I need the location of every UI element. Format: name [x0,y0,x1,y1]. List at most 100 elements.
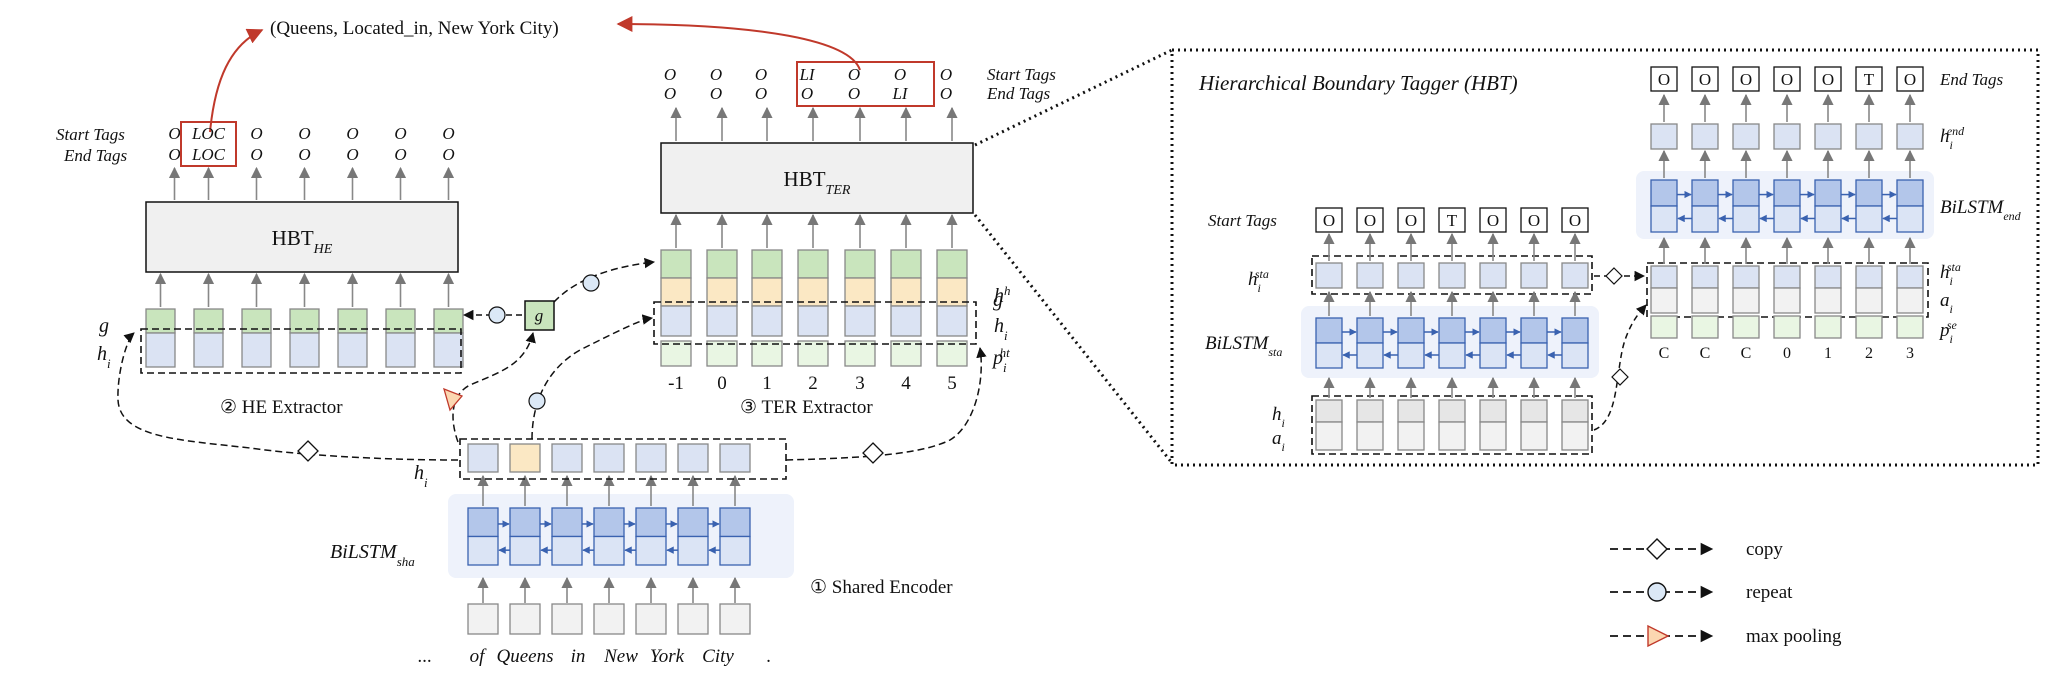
arrow-to-triple-right [616,16,861,71]
hbt-right-p-cell [1691,315,1719,339]
hbt-end-lstm-cell-forward [1855,179,1883,207]
hbt-end-tags-label: End Tags [1939,70,2004,89]
hbt-start-tag: O [1569,211,1581,230]
hbt-sta-lstm-cell-backward [1356,342,1384,369]
hbt-ai-label: ai [1272,428,1285,454]
ter-end-tag: LI [891,84,908,103]
ter-hi-cell [751,305,783,337]
hbt-hi-cell [1561,399,1589,423]
hbt-end-lstm-cell-backward [1773,205,1801,233]
hbt-sta-lstm-cell-forward [1397,317,1425,344]
hbt-end-hidden-cell [1732,123,1760,150]
hbt-end-tag: O [1904,70,1916,89]
maxpool-to-g-connector [452,331,536,443]
ter-g-cell [844,249,876,279]
he-start-tag: O [250,124,262,143]
shared-lstm-cell-forward [551,507,583,538]
shared-lstm-cell-forward [467,507,499,538]
hbt-hi-cell [1479,399,1507,423]
hbt-right-a-cell [1732,287,1760,314]
ter-hi-cell [797,305,829,337]
ter-start-tag: O [940,65,952,84]
hbt-ai-cell [1520,421,1548,451]
hbt-right-p-label: pise [1938,318,1958,346]
hbt-start-tag: O [1528,211,1540,230]
ter-position-cell [751,340,783,367]
copy-diamond-icon-right [862,442,884,464]
shared-h-label: hi [414,462,428,490]
hbt-right-p-cell [1773,315,1801,339]
hbt-ai-cell [1315,421,1343,451]
hbt-end-lstm-cell-backward [1855,205,1883,233]
ter-end-tag: O [801,84,813,103]
hbt-sta-hidden-cell [1561,262,1589,289]
hbt-hi-label: hi [1272,404,1285,430]
input-token: Queens [497,646,554,667]
he-g-cell [289,308,320,334]
ter-p-text: piht [991,345,1010,375]
ter-g-label: g [993,289,1003,311]
hbt-end-lstm-cell-backward [1732,205,1760,233]
ter-end-tag: O [755,84,767,103]
copy-diamond-icon-left [297,440,319,462]
ter-g-cell [706,249,738,279]
hbt-right-p-cell [1732,315,1760,339]
ter-hh-cell [890,277,922,307]
word-embedding [593,603,625,635]
ter-hi-text: hi [994,315,1008,343]
hbt-right-p-cell [1896,315,1924,339]
legend-triangle-icon [1647,624,1670,648]
hbt-he-label: HBTHE [272,226,333,257]
hbt-right-position-label: C [1700,345,1711,362]
hbt-start-tag-box [1315,207,1343,233]
he-end-tag: O [168,145,180,164]
he-dashed-group [140,328,462,374]
hbt-end-lstm-cell-backward [1650,205,1678,233]
g-box-label: g [535,306,544,325]
hbt-end-lstm-cell-forward [1773,179,1801,207]
ter-extractor-label: ③ TER Extractor [740,397,873,418]
hbt-right-sta-cell [1814,265,1842,289]
he-start-tag: O [346,124,358,143]
shared-lstm-cell-backward [677,535,709,566]
ter-position-cell [660,340,692,367]
ter-position-cell [890,340,922,367]
copy-to-he-connector [117,332,459,461]
ter-hi-cell [936,305,968,337]
shared-lstm-cell-backward [635,535,667,566]
g-pooled-box [524,300,555,331]
ter-end-tag: O [940,84,952,103]
hbt-right-sta-cell [1855,265,1883,289]
he-g-cell [145,308,176,334]
shared-hidden-state [551,443,583,473]
hbt-end-tag: O [1740,70,1752,89]
hbt-right-sta-cell [1732,265,1760,289]
hbt-right-a-cell [1814,287,1842,314]
hbt-start-tag-box [1561,207,1589,233]
hbt-start-tag-box [1356,207,1384,233]
hbt-end-tag-box [1896,66,1924,92]
ter-end-tag: O [664,84,676,103]
ter-position-label: 3 [855,373,865,394]
bilstm-end-label: BiLSTMend [1940,197,2022,223]
hbt-end-tag-box [1691,66,1719,92]
hbt-end-lstm-cell-forward [1691,179,1719,207]
hbt-right-sta-cell [1650,265,1678,289]
hbt-sta-lstm-cell-forward [1479,317,1507,344]
hbt-he-box [145,201,459,273]
he-start-tag: O [168,124,180,143]
hbt-sta-hidden-cell [1438,262,1466,289]
hbt-end-lstm-cell-forward [1650,179,1678,207]
hbt-ai-cell [1397,421,1425,451]
hbt-end-tag: O [1781,70,1793,89]
legend-label: copy [1746,539,1783,560]
shared-lstm-cell-forward [677,507,709,538]
ter-position-label: 1 [762,373,772,394]
hbt-right-p-cell [1650,315,1678,339]
hbt-end-tag-box [1814,66,1842,92]
ter-start-tag: O [755,65,767,84]
